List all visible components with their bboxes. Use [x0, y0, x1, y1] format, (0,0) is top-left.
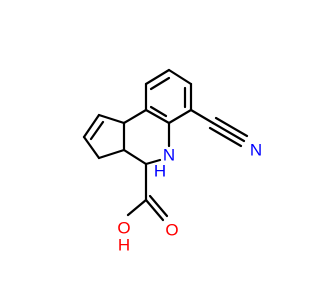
benzene-ring: [144, 68, 193, 125]
hydroxyl-oxygen-label: O: [117, 219, 130, 238]
bond-c9a-c9b: [122, 108, 148, 125]
amine-nitrogen-label: N: [163, 146, 175, 165]
bond-c4-c3a: [122, 148, 148, 166]
bond-c6-cn: [189, 108, 215, 125]
carboxylic-acid-group: O O H: [117, 162, 179, 255]
bond-triple-a: [211, 121, 246, 143]
bond-c-o-double-b: [148, 194, 169, 218]
hydroxyl-hydrogen-label: H: [118, 236, 130, 255]
bond-c1-c2: [82, 113, 101, 139]
carbonyl-oxygen-label: O: [165, 221, 178, 240]
cyclopentene-ring: [82, 113, 126, 160]
amine-hydrogen-label: H: [154, 162, 166, 181]
nitrile-group: N: [189, 108, 262, 160]
bond-c1-c2-inner: [89, 120, 105, 141]
chemical-structure-diagram: N N H O O H: [82, 68, 262, 255]
bond-c2-c3: [82, 135, 101, 160]
nitrile-nitrogen-label: N: [250, 141, 262, 160]
piperidine-ring: N H: [122, 108, 175, 181]
bond-triple-b: [214, 116, 249, 138]
bond-c8-c7: [167, 68, 193, 86]
bond-c-oh: [126, 198, 148, 217]
bond-c5a-c9b: [144, 108, 171, 125]
bond-c9-c8: [144, 68, 171, 86]
bond-c-o-double-a: [144, 198, 165, 222]
bond-n-c4: [144, 158, 162, 166]
bond-c3-c3a: [97, 148, 126, 160]
bond-c5a-c9b-inner: [149, 105, 168, 118]
bond-c9a-c1: [97, 113, 126, 125]
bond-c6-c5a: [167, 108, 193, 125]
bond-triple-c: [208, 126, 243, 148]
bond-c8-c8-inner: [149, 76, 171, 91]
